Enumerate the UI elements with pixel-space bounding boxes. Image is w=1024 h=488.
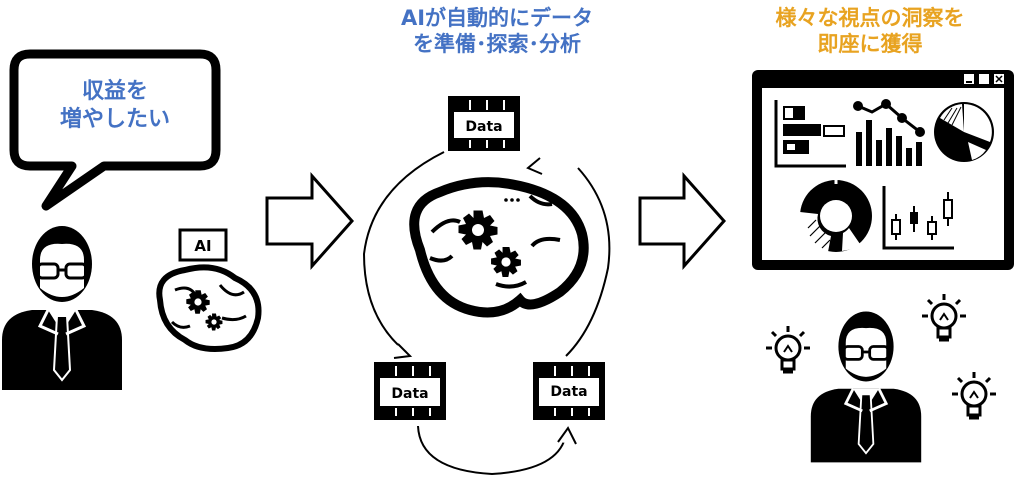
lightbulb-icon [764, 324, 812, 374]
bubble-line1: 収益を [81, 79, 148, 104]
center-caption: AIが自動的にデータ を準備･探索･分析 [352, 6, 642, 57]
ai-label-box: AI [178, 228, 228, 262]
candlestick-chart-icon [882, 186, 954, 250]
center-caption-line2: を準備･探索･分析 [413, 31, 581, 56]
center-caption-line1: AIが自動的にデータ [400, 6, 594, 30]
speech-bubble-text: 収益を 増やしたい [20, 78, 210, 133]
right-caption-line1: 様々な視点の洞察を [775, 6, 965, 30]
lightbulb-icon [920, 292, 968, 342]
data-box-bottom-left: Data [374, 362, 446, 420]
data-box-label: Data [550, 384, 587, 400]
ai-label: AI [194, 237, 211, 255]
right-caption-line2: 即座に獲得 [817, 31, 923, 56]
cycle-arrows [362, 151, 611, 476]
brain-icon [156, 264, 262, 352]
arrow-right-icon [638, 172, 727, 270]
donut-chart-icon [799, 180, 872, 252]
speech-bubble [9, 49, 221, 211]
bar-chart-icon [774, 100, 846, 168]
businessman-icon [809, 310, 923, 464]
bar-chart-icon [853, 99, 925, 166]
businessman-icon [0, 224, 124, 392]
data-box-label: Data [391, 386, 428, 402]
pie-chart-icon [934, 102, 994, 162]
data-box-bottom-right: Data [533, 362, 605, 420]
dashboard-window-icon [752, 70, 1014, 270]
right-caption: 様々な視点の洞察を 即座に獲得 [730, 6, 1010, 57]
lightbulb-icon [950, 370, 998, 420]
bubble-line2: 増やしたい [59, 106, 170, 132]
brain-icon [409, 177, 589, 318]
data-box-label: Data [465, 119, 502, 135]
data-box-top: Data [448, 96, 520, 151]
arrow-right-icon [265, 172, 355, 270]
